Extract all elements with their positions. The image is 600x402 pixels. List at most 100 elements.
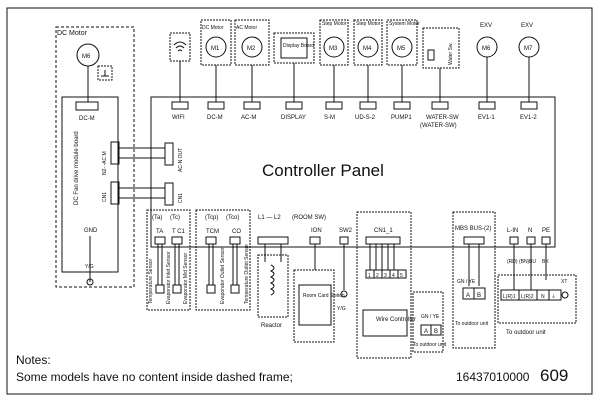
wire-controller-box [362,309,408,337]
sensor-evap-inlet: Evaporator Inlet Sensor [166,251,172,304]
wired-pin-5: 5 [400,273,403,279]
conn-ev1-label: EV1-1 [478,115,495,121]
exv2-label: EXV [521,23,533,29]
display-board-label: Display Board [283,43,314,49]
m2-symbol: M2 [247,46,256,52]
m5-label: System Motor [389,21,420,27]
sensor-tag-ta: TA [156,229,163,235]
conn-ev2-label: EV1-2 [520,115,537,121]
sw2-tag: SW2 [339,228,353,234]
room-sw-label: (ROOM SW) [292,215,326,221]
m1-label: DC Motor [202,25,224,31]
m4-label: Step Motor [356,21,381,27]
sensor-header-tcp: (Tcp) [205,215,218,221]
out-pin-a2: A [424,329,428,335]
wired-pin-2: 2 [376,273,379,279]
watersw-sub-label: (WATER-SW) [420,123,457,129]
controller-panel [150,96,556,248]
fan-drive-frame [55,26,135,288]
outer-frame [6,7,593,395]
exv1-label: EXV [480,23,492,29]
term-lr2: L(R)2 [521,294,534,300]
notes-label: Notes: [16,353,51,367]
terminal-frame [497,274,577,324]
m3-symbol: M3 [329,46,338,52]
modbus-label: MBS BUS-(2) [455,226,491,232]
m5-symbol: M5 [397,46,406,52]
power-sub-2: BU [529,259,536,265]
term-n: N [541,294,545,300]
dc-motor-m6-symbol: M6 [82,54,91,60]
wired-pin-3: 3 [384,273,387,279]
sensor-temp-outlet: Temperature Outlet Sensor [244,244,250,304]
drive-dcm-label: DC-M [79,116,95,122]
power-n: N [528,228,532,234]
yg-label-2: Y/G [337,306,346,312]
panel-title: Controller Panel [262,161,384,180]
m1-symbol: M1 [211,46,220,52]
wire-controller-label: Wire Controller [376,317,416,323]
doc-code-prefix: 16437010000 [456,370,530,384]
panel-port-2: CN1 [178,193,184,203]
drive-board-label: DC Fan drive module board [74,131,80,205]
conn-acm-label: AC-M [241,115,256,121]
gn-ye-a: GN / YE [457,279,476,285]
to-outdoor-1: To outdoor unit [455,321,489,327]
wired-frame [356,211,412,359]
to-outdoor-3: To outdoor unit [506,330,546,336]
reactor-header: L1 — L2 [258,215,281,221]
power-pe: PE [542,228,550,234]
top-components: WIFI DC Motor M1 DC-M AC Motor M2 AC-M D… [169,19,540,129]
exv2-symbol: M7 [524,46,533,52]
water-sw-label: Water Sw. [448,42,454,65]
gnd-label: GND [84,228,98,234]
sensor-header-tc: (Tc) [170,215,180,221]
sensor-evap-outlet: Evaporator Outlet Sensor [220,247,226,304]
sensor-header-tco: (Tco) [226,215,239,221]
to-outdoor-2: To outdoor unit [413,342,447,348]
term-xt: XT [561,279,567,285]
modbus-pin-a: A [466,293,470,299]
power-sub-1: (RD) (BN) [507,259,530,265]
term-lr1: L(R)1 [503,294,516,300]
modbus-frame [452,211,496,349]
panel-port-1: AC-N OUT [178,148,184,172]
wired-pin-4: 4 [392,273,395,279]
conn-dcm-label: DC-M [207,115,223,121]
conn-watersw-label: WATER-SW [426,115,459,121]
wired-port-label: CN1_1 [374,228,393,234]
conn-wifi-label: WIFI [172,115,185,121]
ion-tag: ION [311,228,322,234]
dc-motor-top-label: DC Motor [57,30,88,37]
m4-symbol: M4 [363,46,372,52]
sensor-tag-tc1: T C1 [172,229,186,235]
conn-pump-label: PUMP1 [391,115,412,121]
notes-text: Some models have no content inside dashe… [16,370,293,384]
sensor-tag-tcm: TCM [206,229,219,235]
ground-box [97,65,113,81]
gn-ye-b: GN / YE [421,314,440,320]
drive-dcm-connector [75,101,99,111]
sensor-header-ta: (Ta) [152,215,162,221]
reactor-label: Reactor [261,323,282,329]
m3-label: Step Motor [322,21,347,27]
modbus-pin-b: B [477,293,481,299]
yg-label-1: Y/G [85,264,94,270]
conn-uds2-label: UD-S-2 [355,115,376,121]
term-pe: ⏚ [551,293,556,300]
sensor-tag-co: CO [232,229,241,235]
drive-port-1: N2- -AC M [102,151,108,175]
out-pin-b2: B [434,329,438,335]
room-card-label: Room Card Switch [303,293,345,299]
m2-label: AC Motor [236,25,257,31]
wired-pin-1: 1 [368,273,371,279]
conn-display-label: DISPLAY [281,115,306,121]
sensor-temp: Temperature Sensor [148,258,154,304]
sensor-frame-right [195,209,251,311]
drive-port-2: CN1 [102,192,108,202]
sensor-frame-left [146,209,191,311]
exv1-symbol: M6 [482,46,491,52]
reactor-frame [257,254,289,318]
